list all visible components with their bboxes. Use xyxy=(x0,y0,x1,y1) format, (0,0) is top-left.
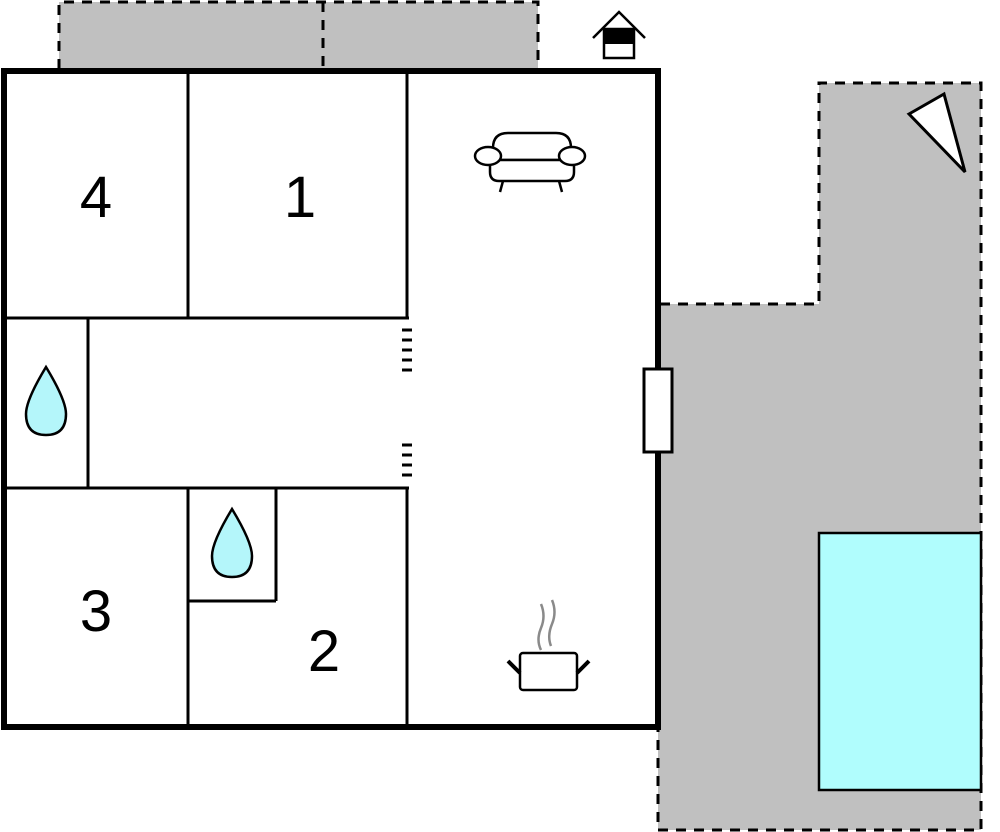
room-4-label: 4 xyxy=(79,165,113,230)
terrace-door xyxy=(642,367,674,454)
room-3-label: 3 xyxy=(79,579,113,644)
water-drop-icon xyxy=(24,364,68,437)
entrance-house-icon xyxy=(592,10,646,60)
cooking-pot-icon xyxy=(506,599,591,692)
hallway-door-marks xyxy=(402,328,412,477)
interior-walls xyxy=(6,72,409,726)
compass-north-icon xyxy=(906,91,967,174)
room-2-label: 2 xyxy=(307,619,341,684)
water-drop-icon xyxy=(210,506,254,579)
sofa-icon xyxy=(473,131,587,193)
room-1-label: 1 xyxy=(283,165,317,230)
swimming-pool xyxy=(817,531,983,792)
top-terrace xyxy=(57,0,540,69)
